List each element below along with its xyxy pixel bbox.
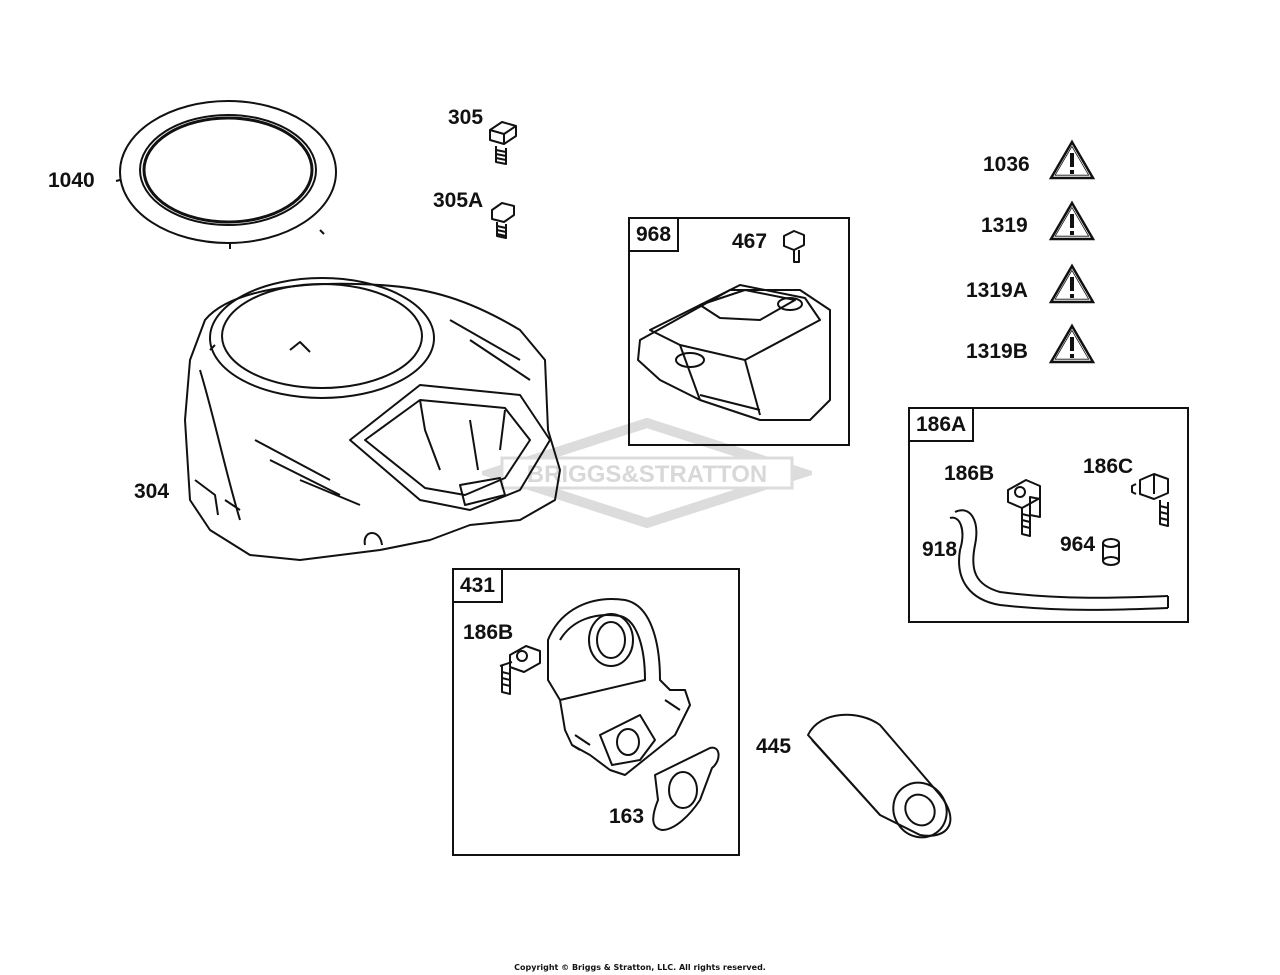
- part-186B-fitting-right: [1007, 479, 1041, 537]
- watermark-logo: BRIGGS&STRATTON: [482, 418, 812, 528]
- part-186C-fitting: [1131, 473, 1169, 527]
- callout-305: 305: [448, 106, 484, 129]
- callout-186B-right: 186B: [944, 462, 995, 485]
- box-431-tag: 431: [452, 568, 504, 603]
- callout-186C: 186C: [1083, 455, 1134, 478]
- box-431: 431: [452, 568, 740, 856]
- part-431-air-cleaner-base: [547, 598, 691, 776]
- part-918-hose: [949, 509, 1169, 611]
- part-445-filter: [807, 713, 952, 839]
- callout-1319A: 1319A: [966, 279, 1028, 302]
- box-968-tag: 968: [628, 217, 680, 252]
- warning-triangle-icon: [1049, 323, 1095, 364]
- part-163-gasket: [652, 746, 720, 831]
- box-968: 968: [628, 217, 850, 446]
- warning-triangle-icon: [1049, 263, 1095, 304]
- part-304-blower-housing: [184, 277, 561, 561]
- part-186B-fitting-left: [499, 645, 541, 695]
- part-305A-bolt: [491, 202, 515, 239]
- callout-467: 467: [732, 230, 768, 253]
- callout-1036: 1036: [983, 153, 1030, 176]
- warning-triangle-icon: [1049, 139, 1095, 180]
- part-467-screw: [783, 230, 805, 263]
- part-968-cover: [637, 284, 831, 421]
- watermark-text: BRIGGS&STRATTON: [527, 461, 767, 488]
- callout-1319B: 1319B: [966, 340, 1028, 363]
- part-1040-ring: [115, 100, 337, 249]
- callout-445: 445: [756, 735, 792, 758]
- part-305-bolt: [489, 121, 517, 165]
- warning-triangle-icon: [1049, 200, 1095, 241]
- part-964-plug: [1102, 538, 1120, 566]
- callout-964: 964: [1060, 533, 1096, 556]
- copyright-footer: Copyright © Briggs & Stratton, LLC. All …: [514, 963, 766, 972]
- callout-918: 918: [922, 538, 958, 561]
- box-186A-tag: 186A: [908, 407, 975, 442]
- callout-1319: 1319: [981, 214, 1028, 237]
- callout-1040: 1040: [48, 169, 95, 192]
- callout-304: 304: [134, 480, 170, 503]
- callout-186B-left: 186B: [463, 621, 514, 644]
- callout-163: 163: [609, 805, 645, 828]
- box-186A: 186A: [908, 407, 1189, 623]
- callout-305A: 305A: [433, 189, 484, 212]
